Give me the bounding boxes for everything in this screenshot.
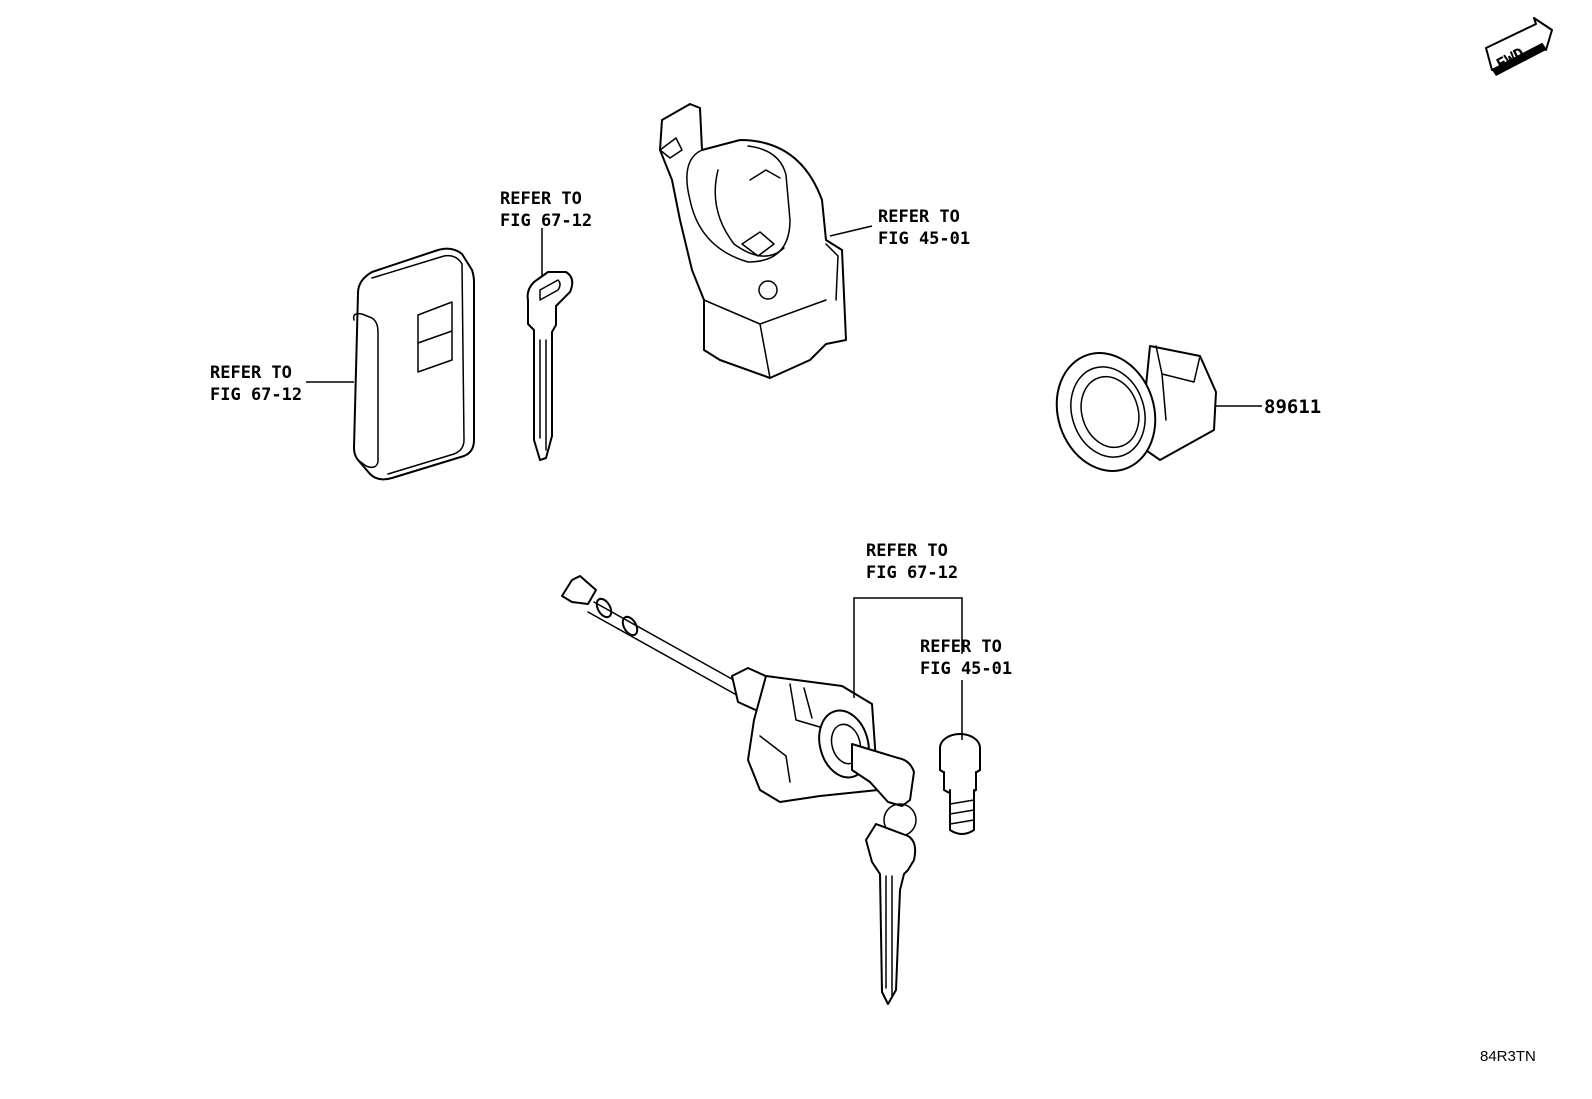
callout-blade-key: REFER TO FIG 67-12 [500,189,592,231]
callout-door-lock-cylinder: REFER TO FIG 67-12 [866,541,958,583]
door-lock-screw [939,733,981,835]
part-number-label: 89611 [1264,396,1321,418]
callout-smart-key: REFER TO FIG 67-12 [210,363,302,405]
callout-line-2: FIG 67-12 [866,563,958,583]
push-start-switch [1055,345,1217,472]
diagram-code: 84R3TN [1480,1048,1536,1065]
callout-door-lock-screw: REFER TO FIG 45-01 [920,637,1012,679]
door-lock-cylinder [561,575,879,803]
leader-lines [306,225,1262,740]
callout-line-2: FIG 67-12 [210,385,302,405]
callout-line-1: REFER TO [878,207,960,227]
fwd-arrow-icon: FWD [1485,17,1553,76]
callout-line-1: REFER TO [920,637,1002,657]
callout-line-2: FIG 67-12 [500,211,592,231]
callout-line-2: FIG 45-01 [920,659,1012,679]
callout-push-switch: 89611 [1264,396,1321,418]
callout-line-1: REFER TO [500,189,582,209]
door-key-set [851,743,917,1005]
blade-key [526,271,574,461]
smart-key-fob [352,247,475,481]
callout-line-2: FIG 45-01 [878,229,970,249]
callout-line-1: REFER TO [210,363,292,383]
callout-ignition-housing: REFER TO FIG 45-01 [878,207,970,249]
callout-line-1: REFER TO [866,541,948,561]
ignition-switch-housing [659,103,847,379]
